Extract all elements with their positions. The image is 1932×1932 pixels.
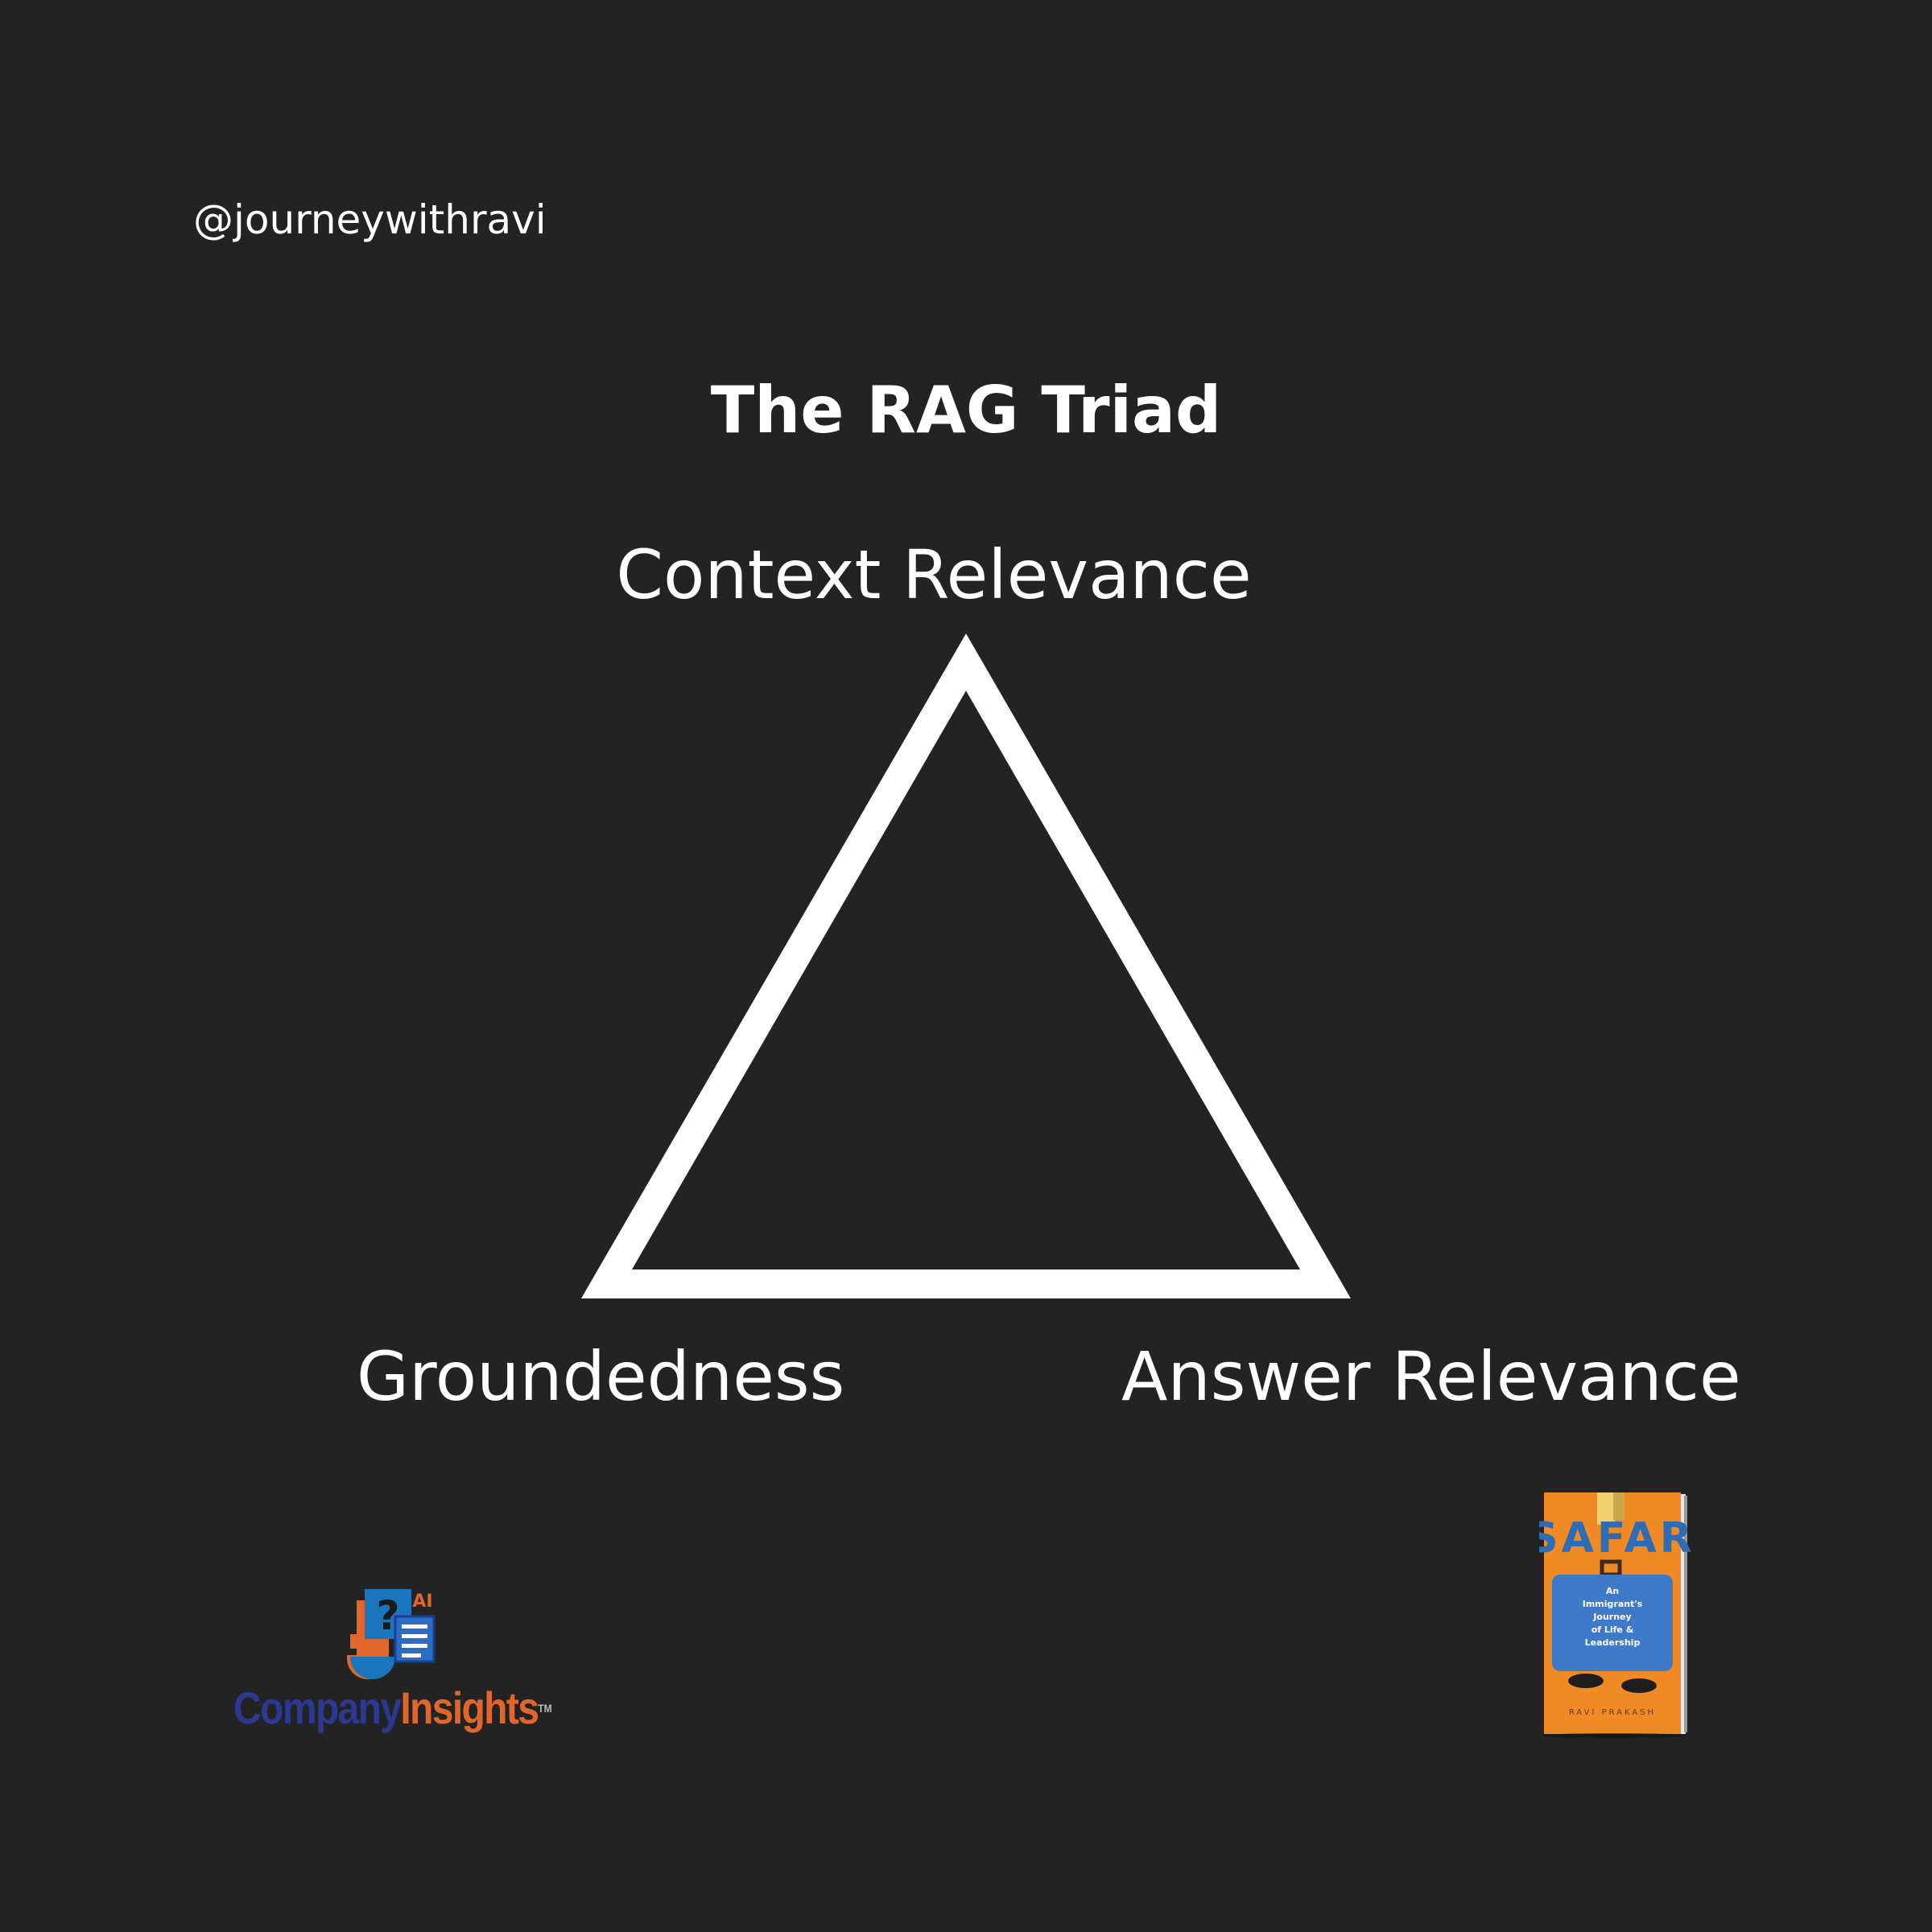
- svg-text:of Life &: of Life &: [1591, 1624, 1634, 1635]
- context-relevance-label: Context Relevance: [616, 535, 1252, 614]
- book-title: SAFAR: [1539, 1514, 1692, 1563]
- svg-text:Leadership: Leadership: [1585, 1637, 1641, 1648]
- social-handle: @journeywithravi: [193, 196, 547, 243]
- svg-text:AI: AI: [412, 1591, 432, 1612]
- answer-relevance-label: Answer Relevance: [1121, 1337, 1741, 1416]
- diagram-title: The RAG Triad: [710, 373, 1222, 448]
- groundedness-label: Groundedness: [357, 1337, 845, 1416]
- svg-text:An: An: [1606, 1586, 1619, 1596]
- svg-text:Immigrant's: Immigrant's: [1583, 1599, 1643, 1609]
- safar-book-cover: SAFAR An Immigrant's Journey of Life & L…: [1539, 1492, 1692, 1738]
- book-author: RAVI PRAKASH: [1569, 1708, 1656, 1717]
- svg-text:Journey: Journey: [1592, 1612, 1631, 1622]
- company-insights-wordmark: CompanyInsightsTM: [233, 1682, 552, 1733]
- triad-triangle-inner: [632, 691, 1300, 1269]
- company-insights-emblem: ? AI: [347, 1589, 436, 1679]
- company-insights-logo: ? AI CompanyInsightsTM: [229, 1586, 592, 1739]
